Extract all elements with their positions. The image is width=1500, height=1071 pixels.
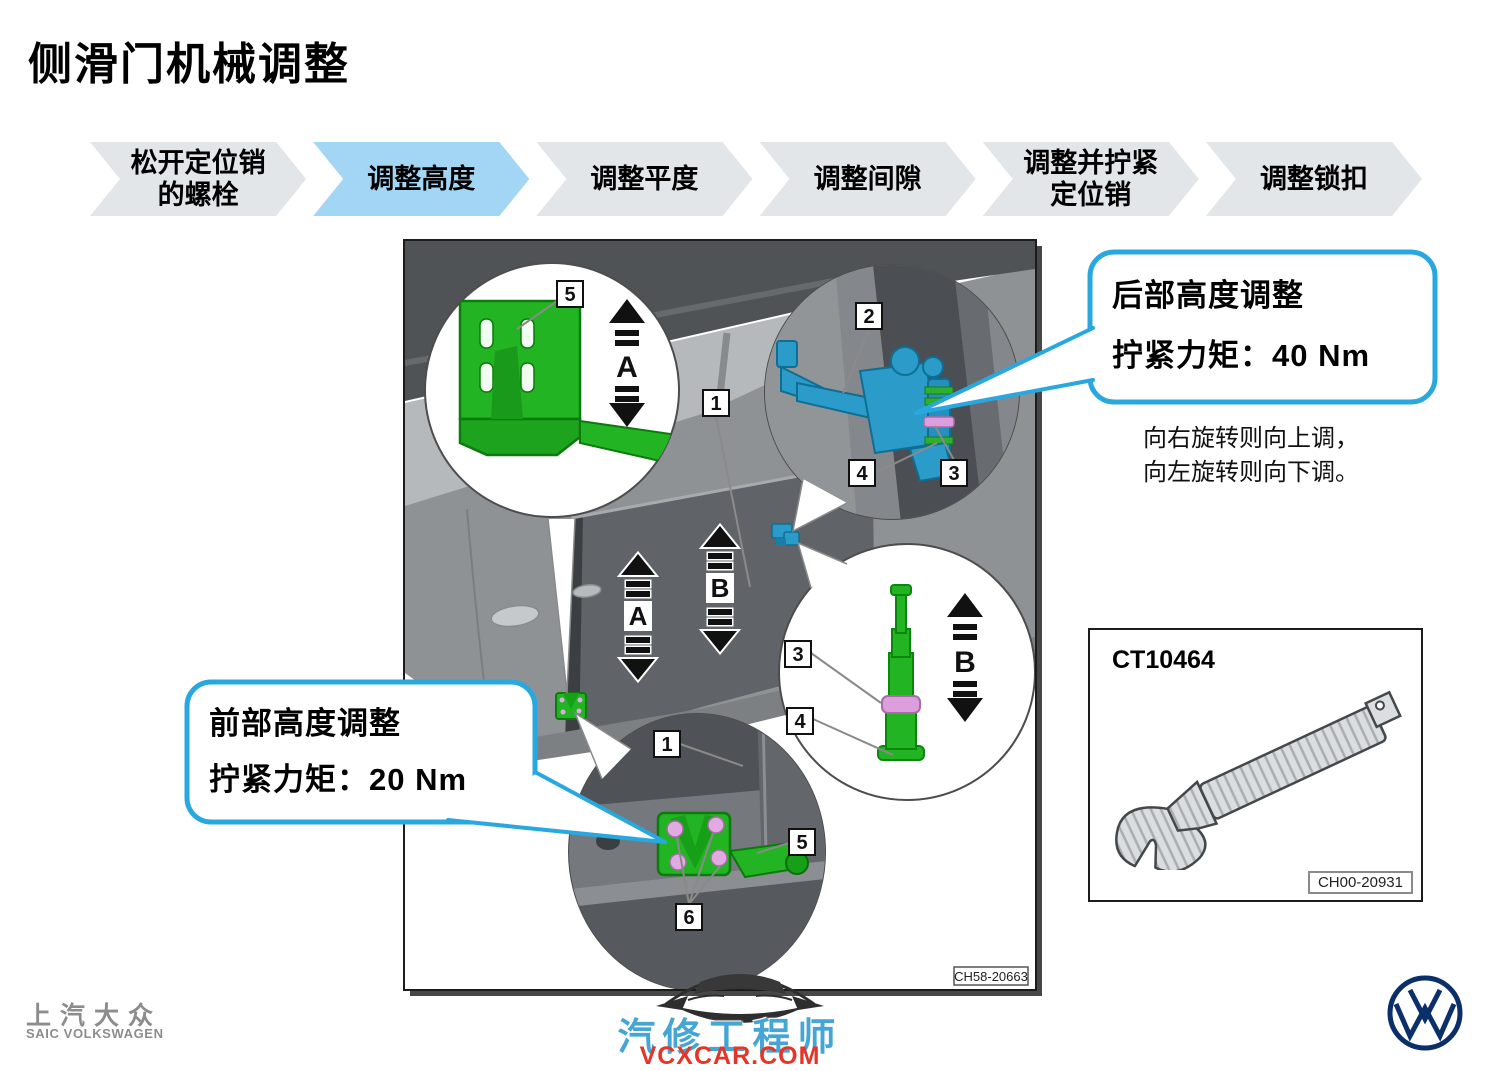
step-label: 的螺栓 (157, 180, 239, 210)
direction-arrow-b-door: B (698, 522, 742, 656)
door-handle (490, 604, 540, 628)
step-adjust-latch: 调整锁扣 (1206, 142, 1422, 216)
direction-arrow-a-detail: A (609, 299, 645, 427)
svg-text:6: 6 (683, 907, 694, 929)
process-steps: 松开定位销 的螺栓 调整高度 调整平度 调整间隙 调整并拧紧 定位销 调整锁扣 (90, 142, 1422, 216)
svg-text:CH58-20663: CH58-20663 (954, 969, 1028, 984)
callout-line: 后部高度调整 (1112, 278, 1304, 313)
step-label: 调整锁扣 (1259, 164, 1368, 194)
note-line: 向左旋转则向下调。 (1143, 460, 1359, 486)
watermark-title: 汽修工程师 (617, 1017, 843, 1059)
tool-figure-code: CH00-20931 (1307, 871, 1413, 894)
callout-line: 前部高度调整 (209, 706, 401, 741)
svg-text:1: 1 (661, 734, 672, 756)
rear-hinge-detail (765, 265, 1019, 519)
main-diagram: A B A (403, 239, 1037, 991)
step-adjust-tighten-pin: 调整并拧紧 定位销 (983, 142, 1199, 216)
special-tool-box: CT10464 CH00-20931 (1088, 628, 1423, 902)
svg-text:3: 3 (792, 644, 803, 666)
saic-volkswagen-logo-en: SAIC VOLKSWAGEN (26, 1026, 164, 1041)
callout-line: 拧紧力矩：40 Nm (1112, 338, 1371, 373)
svg-text:B: B (711, 573, 730, 603)
svg-text:B: B (954, 646, 976, 679)
note-line: 向右旋转则向上调， (1143, 426, 1359, 452)
callout-number-labels: 5 1 2 4 3 3 4 1 5 6 (556, 280, 968, 931)
step-label: 调整间隙 (813, 164, 922, 194)
rear-height-callout: 后部高度调整 拧紧力矩：40 Nm (1112, 266, 1370, 386)
figure-code-box: CH58-20663 (953, 966, 1029, 986)
svg-text:2: 2 (863, 306, 874, 328)
saic-volkswagen-logo-cn: 上汽大众 (26, 1002, 163, 1030)
vw-logo-icon (1387, 975, 1463, 1051)
watermark-car-icon (656, 974, 824, 1023)
page-title: 侧滑门机械调整 (28, 40, 350, 89)
magnifier-pointers (547, 478, 848, 780)
svg-text:A: A (616, 351, 638, 384)
step-label: 松开定位销 (130, 148, 266, 178)
front-bracket-detail (458, 299, 679, 463)
door-adjustment-figure: A B A (405, 241, 1035, 989)
watermark-url: VCXCAR.COM (639, 1042, 821, 1070)
adjuster-pin-detail (877, 584, 925, 761)
front-height-callout: 前部高度调整 拧紧力矩：20 Nm (209, 696, 467, 808)
rotation-note: 向右旋转则向上调， 向左旋转则向下调。 (1143, 422, 1443, 490)
step-loosen-pin-bolts: 松开定位销 的螺栓 (90, 142, 306, 216)
step-label: 调整高度 (367, 164, 476, 194)
step-adjust-height: 调整高度 (313, 142, 529, 216)
step-adjust-gap: 调整间隙 (760, 142, 976, 216)
svg-text:5: 5 (564, 284, 575, 306)
step-label: 调整并拧紧 (1023, 148, 1159, 178)
step-label: 定位销 (1050, 180, 1132, 210)
front-lower-bracket-on-door (555, 692, 587, 720)
direction-arrow-a-door: A (616, 550, 660, 684)
svg-text:4: 4 (794, 711, 806, 733)
svg-text:1: 1 (710, 393, 721, 415)
wrench-icon (1115, 690, 1402, 870)
adjuster-pink-ring (881, 695, 921, 714)
direction-arrow-b-detail: B (947, 593, 983, 722)
svg-text:A: A (629, 601, 648, 631)
step-adjust-flushness: 调整平度 (536, 142, 752, 216)
callout-line: 拧紧力矩：20 Nm (209, 762, 468, 797)
svg-text:5: 5 (796, 832, 807, 854)
svg-text:3: 3 (948, 463, 959, 485)
door-handle (572, 583, 602, 599)
svg-text:4: 4 (856, 463, 868, 485)
rear-upper-hinge-on-door (771, 523, 800, 546)
tool-name: CT10464 (1112, 646, 1215, 674)
step-label: 调整平度 (590, 164, 699, 194)
